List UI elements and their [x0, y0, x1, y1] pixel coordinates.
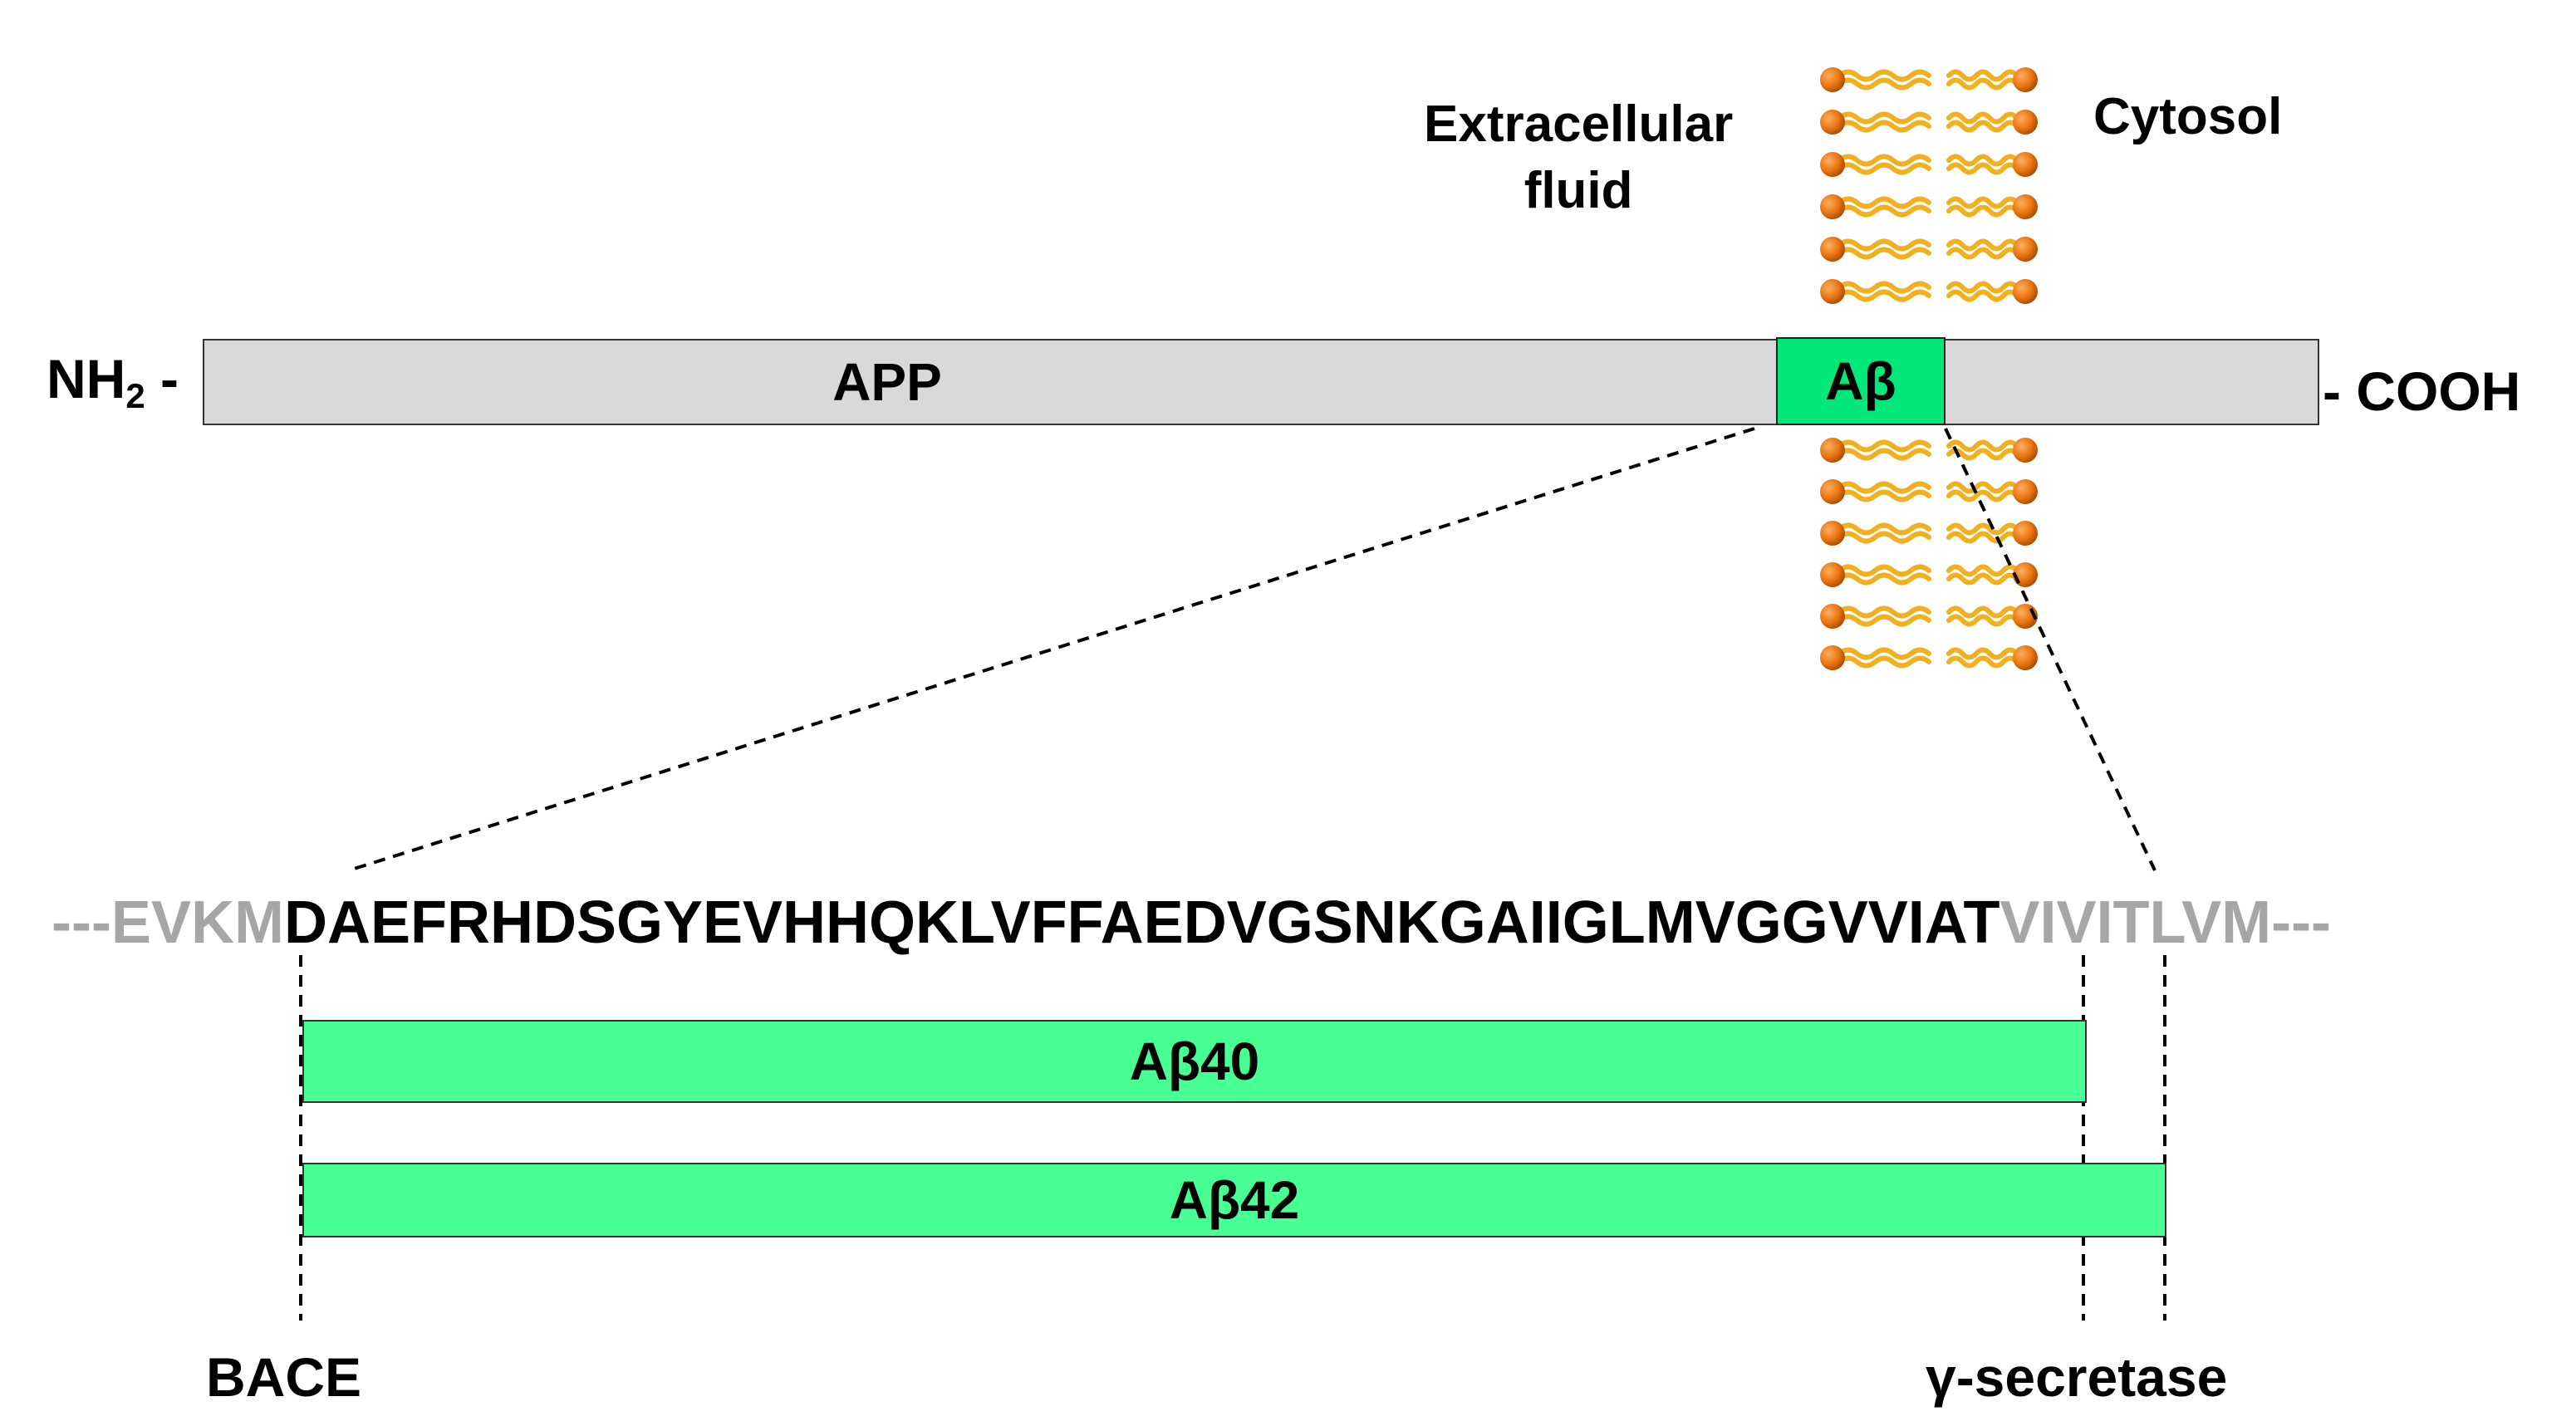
- lipid-head: [2013, 152, 2038, 177]
- sequence-trailing-context: VIVITLVM---: [1999, 889, 2332, 956]
- app-protein-bar: APP: [203, 339, 2319, 425]
- extracellular-line1: Extracellular: [1424, 96, 1734, 153]
- lipid-tail: [1837, 69, 1931, 82]
- lipid-tail: [1946, 247, 2019, 260]
- lipid-head: [1820, 67, 1845, 92]
- abeta40-bar: Aβ40: [302, 1020, 2087, 1103]
- bace-label: BACE: [206, 1346, 362, 1408]
- lipid-tail: [1837, 289, 1931, 302]
- lipid-tail: [1946, 572, 2019, 586]
- lipid-head: [1820, 521, 1845, 546]
- lipid-tail: [1837, 522, 1931, 536]
- extracellular-fluid-label: Extracellular fluid: [1424, 91, 1733, 224]
- lipid-head: [2013, 479, 2038, 504]
- extracellular-line2: fluid: [1524, 162, 1633, 219]
- lower-membrane-leaflet: [1820, 438, 2038, 670]
- lipid-tail: [1837, 448, 1931, 461]
- abeta-label: Aβ: [1825, 351, 1896, 411]
- lipid-head: [1820, 152, 1845, 177]
- lipid-tail: [1837, 120, 1931, 133]
- app-label: APP: [832, 352, 942, 412]
- lipid-tail: [1946, 289, 2019, 302]
- lipid-head: [1820, 237, 1845, 262]
- lipid-head: [1820, 604, 1845, 629]
- lipid-head: [2013, 645, 2038, 670]
- lipid-head: [2013, 521, 2038, 546]
- abeta-region-box: Aβ: [1776, 337, 1945, 425]
- lipid-tail: [1837, 111, 1931, 125]
- zoom-line-right: [1944, 428, 2156, 871]
- nh-text: NH: [47, 348, 126, 409]
- cytosol-label: Cytosol: [2093, 88, 2283, 145]
- lipid-head: [1820, 645, 1845, 670]
- lipid-tail: [1837, 605, 1931, 619]
- lipid-tail: [1837, 77, 1931, 91]
- nh2-subscript: 2: [125, 376, 145, 415]
- lipid-tail: [1946, 531, 2019, 544]
- lipid-tail: [1946, 481, 2019, 494]
- abeta42-label: Aβ42: [1169, 1170, 1300, 1230]
- abeta42-bar: Aβ42: [302, 1163, 2166, 1237]
- lipid-tail: [1837, 481, 1931, 494]
- lipid-tail: [1837, 247, 1931, 260]
- sequence-leading-context: ---EVKM: [52, 889, 284, 956]
- lipid-tail: [1946, 120, 2019, 133]
- lipid-tail: [1946, 439, 2019, 453]
- lipid-tail: [1946, 238, 2019, 252]
- lipid-head: [1820, 562, 1845, 587]
- lipid-tail: [1946, 281, 2019, 294]
- c-terminus-label: - COOH: [2323, 360, 2521, 422]
- lipid-tail: [1946, 162, 2019, 175]
- zoom-line-left: [348, 427, 1755, 872]
- lipid-head: [1820, 479, 1845, 504]
- lipid-tail: [1837, 655, 1931, 669]
- sequence-abeta42-extension: IAT: [1907, 889, 2000, 956]
- lipid-head: [2013, 194, 2038, 219]
- lipid-tail: [1837, 439, 1931, 453]
- lipid-tail: [1837, 531, 1931, 544]
- lipid-tail: [1837, 647, 1931, 660]
- lipid-head: [2013, 438, 2038, 463]
- lipid-tail: [1837, 564, 1931, 577]
- lipid-head: [1820, 110, 1845, 135]
- lipid-tail: [1837, 572, 1931, 586]
- lipid-tail: [1946, 522, 2019, 536]
- lipid-head: [2013, 279, 2038, 304]
- lipid-tail: [1837, 281, 1931, 294]
- n-terminus-label: NH2 -: [47, 351, 179, 414]
- lipid-head: [1820, 194, 1845, 219]
- nh2-dash: -: [145, 348, 179, 409]
- lipid-tail: [1837, 154, 1931, 167]
- lipid-tail: [1837, 196, 1931, 209]
- lipid-tail: [1837, 162, 1931, 175]
- lipid-tail: [1946, 614, 2019, 627]
- lipid-tail: [1946, 196, 2019, 209]
- lipid-tail: [1946, 655, 2019, 669]
- lipid-head: [2013, 67, 2038, 92]
- lipid-head: [1820, 438, 1845, 463]
- lipid-tail: [1837, 238, 1931, 252]
- gamma-secretase-label: γ-secretase: [1926, 1346, 2228, 1408]
- lipid-tail: [1946, 448, 2019, 461]
- lipid-tail: [1946, 489, 2019, 502]
- sequence-abeta-core: DAEFRHDSGYEVHHQKLVFFAEDVGSNKGAIIGLMVGGVV: [283, 889, 1908, 956]
- lipid-tail: [1946, 77, 2019, 91]
- lipid-tail: [1946, 69, 2019, 82]
- lipid-tail: [1946, 647, 2019, 660]
- lipid-tail: [1837, 489, 1931, 502]
- amino-acid-sequence: ---EVKMDAEFRHDSGYEVHHQKLVFFAEDVGSNKGAIIG…: [52, 893, 2331, 953]
- lipid-head: [1820, 279, 1845, 304]
- lipid-tail: [1837, 614, 1931, 627]
- lipid-head: [2013, 110, 2038, 135]
- lipid-tail: [1946, 204, 2019, 218]
- lipid-tail: [1946, 111, 2019, 125]
- lipid-tail: [1946, 605, 2019, 619]
- lipid-tail: [1837, 204, 1931, 218]
- lipid-tail: [1946, 564, 2019, 577]
- abeta40-label: Aβ40: [1129, 1032, 1260, 1091]
- lipid-tail: [1946, 154, 2019, 167]
- lipid-head: [2013, 237, 2038, 262]
- upper-membrane-leaflet: [1820, 67, 2038, 304]
